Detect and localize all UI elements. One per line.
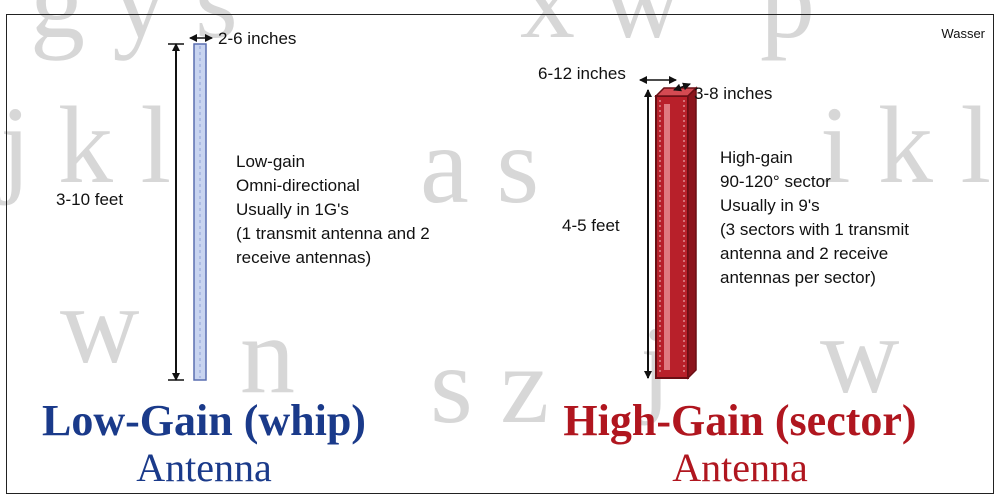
sector-description-line: (3 sectors with 1 transmit xyxy=(720,220,909,239)
sector-depth-dimension-line xyxy=(673,82,691,92)
whip-description-line: Low-gain xyxy=(236,152,305,171)
whip-description-line: Usually in 1G's xyxy=(236,200,349,219)
whip-width-label: 2-6 inches xyxy=(218,29,297,48)
whip-antenna xyxy=(168,34,213,381)
whip-description: Low-gain Omni-directional Usually in 1G'… xyxy=(236,150,430,270)
sector-description-line: High-gain xyxy=(720,148,793,167)
sector-width-label: 6-12 inches xyxy=(538,64,626,83)
sector-description-line: Usually in 9's xyxy=(720,196,820,215)
whip-description-line: Omni-directional xyxy=(236,176,360,195)
sector-antenna-side xyxy=(687,86,697,380)
sector-title: High-Gain (sector) xyxy=(563,396,917,445)
sector-description-line: antennas per sector) xyxy=(720,268,876,287)
sector-description: High-gain 90-120° sector Usually in 9's … xyxy=(720,146,909,290)
whip-height-label: 3-10 feet xyxy=(56,190,124,209)
diagram-frame xyxy=(6,14,994,494)
whip-antenna-body xyxy=(193,43,207,381)
sector-depth-label: 3-8 inches xyxy=(694,84,773,103)
sector-description-line: 90-120° sector xyxy=(720,172,831,191)
whip-description-line: receive antennas) xyxy=(236,248,372,267)
sector-antenna xyxy=(639,76,698,380)
whip-subtitle: Antenna xyxy=(136,445,272,490)
whip-description-line: (1 transmit antenna and 2 xyxy=(236,224,430,243)
sector-antenna-front xyxy=(655,95,689,379)
credit-text: Wasser xyxy=(941,26,985,41)
sector-subtitle: Antenna xyxy=(672,445,808,490)
whip-title: Low-Gain (whip) xyxy=(42,396,366,445)
sector-description-line: antenna and 2 receive xyxy=(720,244,889,263)
sector-height-label: 4-5 feet xyxy=(562,216,620,235)
